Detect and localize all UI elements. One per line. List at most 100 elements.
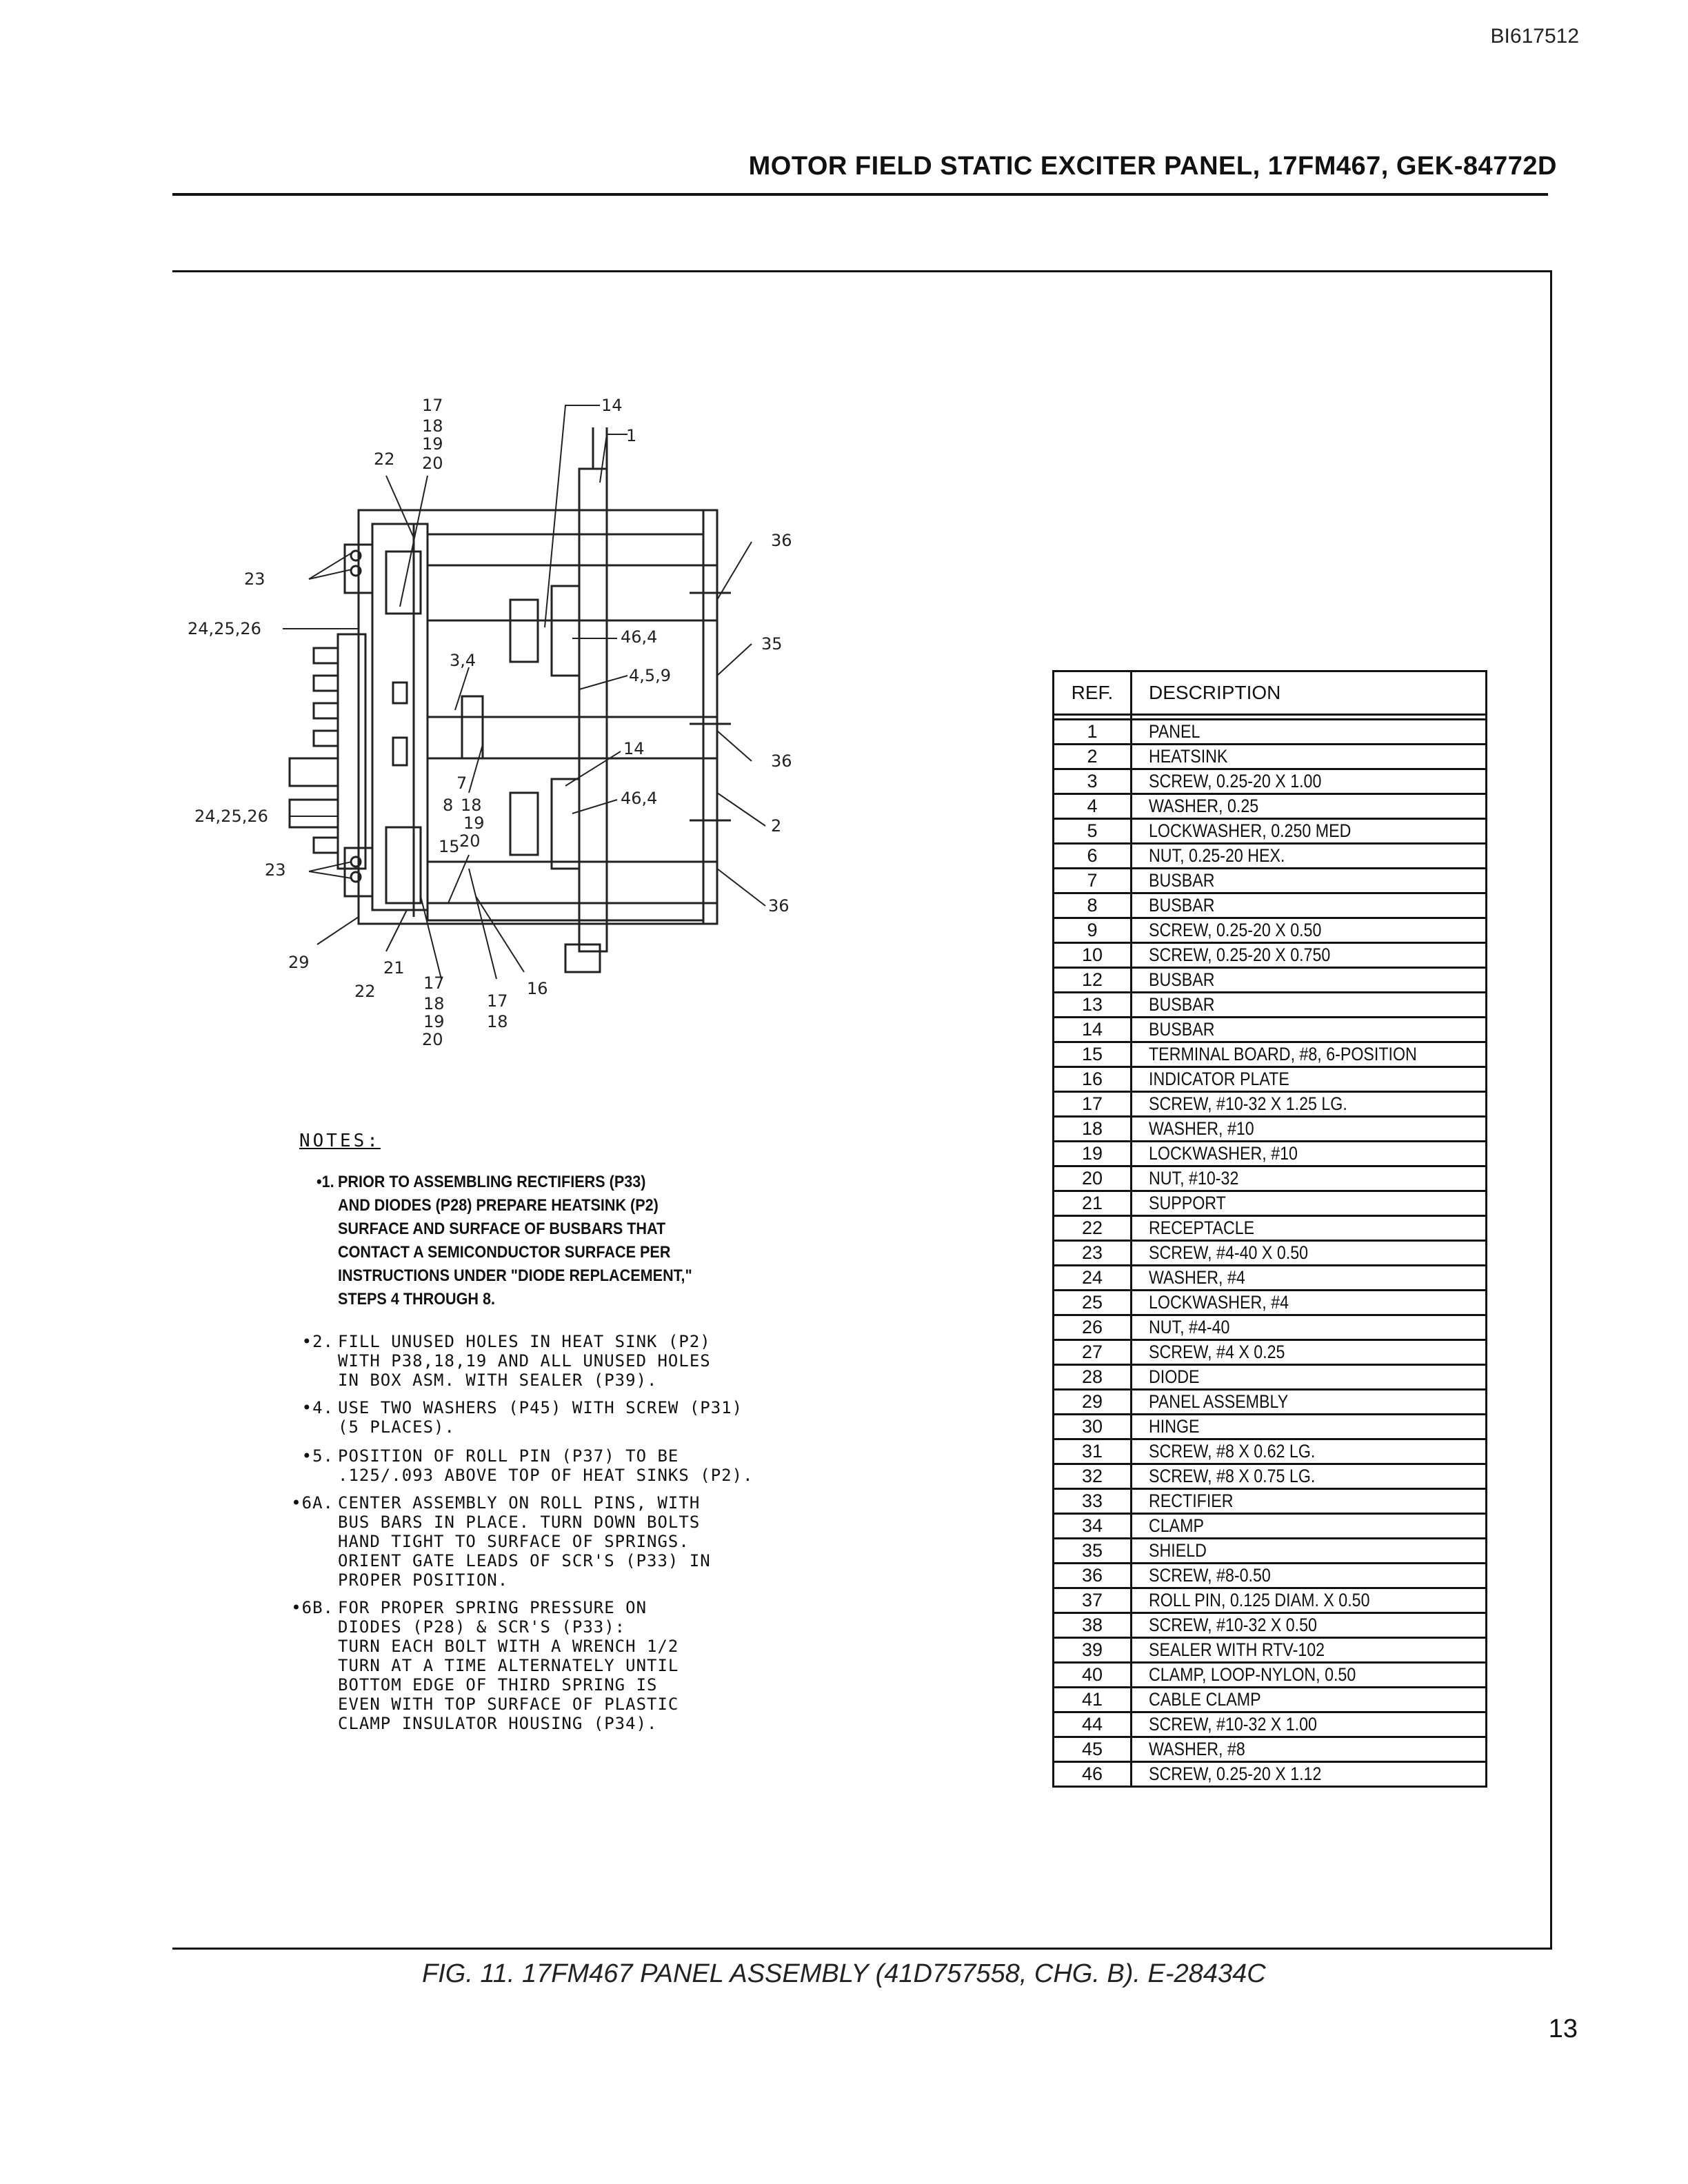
part-description-text: LOCKWASHER, 0.250 MED <box>1149 820 1352 841</box>
part-ref-cell: 14 <box>1052 1016 1132 1043</box>
part-description-text: SEALER WITH RTV-102 <box>1149 1639 1325 1660</box>
note-6b: •6B. FOR PROPER SPRING PRESSURE ON DIODE… <box>291 1598 679 1733</box>
part-ref-cell: 32 <box>1052 1463 1132 1490</box>
part-ref-cell: 40 <box>1052 1661 1132 1688</box>
callout-7: 7 <box>456 774 467 793</box>
part-ref-cell: 20 <box>1052 1165 1132 1192</box>
callout-23: 23 <box>265 860 286 880</box>
part-description-cell: LOCKWASHER, #4 <box>1130 1289 1487 1316</box>
part-ref-cell: 16 <box>1052 1066 1132 1093</box>
part-description-cell: HEATSINK <box>1130 743 1487 770</box>
callout-3-4: 3,4 <box>450 651 476 670</box>
part-description-cell: CLAMP <box>1130 1513 1487 1539</box>
part-description-text: NUT, #10-32 <box>1149 1168 1239 1189</box>
part-description-text: SCREW, 0.25-20 X 1.12 <box>1149 1763 1322 1784</box>
note-text: USE TWO WASHERS (P45) WITH SCREW (P31) (… <box>338 1398 743 1437</box>
part-description-cell: WASHER, #4 <box>1130 1264 1487 1291</box>
description-column-header: DESCRIPTION <box>1130 670 1487 716</box>
callout-2: 2 <box>771 816 781 836</box>
part-description-text: LOCKWASHER, #4 <box>1149 1292 1289 1313</box>
part-description-text: PANEL <box>1149 721 1200 742</box>
note-text: FOR PROPER SPRING PRESSURE ON DIODES (P2… <box>338 1598 679 1733</box>
note-marker: •6B. <box>291 1598 334 1617</box>
part-description-text: SHIELD <box>1149 1540 1207 1561</box>
part-description-cell: BUSBAR <box>1130 967 1487 993</box>
part-description-text: WASHER, 0.25 <box>1149 796 1259 816</box>
table-row: 26 NUT, #4-40 <box>1052 1314 1487 1341</box>
note-text: CENTER ASSEMBLY ON ROLL PINS, WITH BUS B… <box>338 1493 711 1590</box>
part-description-cell: SCREW, #4-40 X 0.50 <box>1130 1240 1487 1266</box>
notes-title: NOTES: <box>299 1131 381 1151</box>
page-header-title: MOTOR FIELD STATIC EXCITER PANEL, 17FM46… <box>748 152 1557 181</box>
part-description-cell: INDICATOR PLATE <box>1130 1066 1487 1093</box>
part-ref-cell: 29 <box>1052 1388 1132 1415</box>
callout-14: 14 <box>623 739 645 758</box>
part-description-text: SCREW, #8-0.50 <box>1149 1565 1271 1586</box>
table-row: 1 PANEL <box>1052 718 1487 745</box>
callout-19: 19 <box>423 1012 445 1031</box>
callout-17: 17 <box>422 396 443 415</box>
part-description-text: SCREW, #4 X 0.25 <box>1149 1342 1285 1362</box>
part-ref-cell: 26 <box>1052 1314 1132 1341</box>
part-description-cell: BUSBAR <box>1130 1016 1487 1043</box>
part-description-text: SCREW, #10-32 X 1.25 LG. <box>1149 1093 1347 1114</box>
part-description-text: RECTIFIER <box>1149 1490 1234 1511</box>
part-description-text: CLAMP <box>1149 1515 1205 1536</box>
part-description-cell: SUPPORT <box>1130 1190 1487 1217</box>
callout-24-25-26: 24,25,26 <box>194 807 268 826</box>
note-marker: •1. <box>316 1173 334 1191</box>
part-ref-cell: 35 <box>1052 1537 1132 1564</box>
part-description-cell: RECTIFIER <box>1130 1488 1487 1515</box>
part-description-cell: NUT, #4-40 <box>1130 1314 1487 1341</box>
part-description-text: HINGE <box>1149 1416 1200 1437</box>
part-description-text: HEATSINK <box>1149 746 1228 767</box>
callout-1: 1 <box>626 426 636 445</box>
part-description-text: WASHER, #4 <box>1149 1267 1245 1288</box>
callout-35: 35 <box>761 634 783 654</box>
part-ref-cell: 1 <box>1052 718 1132 745</box>
part-description-cell: SCREW, #8 X 0.62 LG. <box>1130 1438 1487 1465</box>
callout-21: 21 <box>383 958 405 978</box>
part-description-cell: LOCKWASHER, 0.250 MED <box>1130 818 1487 845</box>
note-5: •5. POSITION OF ROLL PIN (P37) TO BE .12… <box>302 1446 754 1485</box>
callout-36: 36 <box>771 751 792 771</box>
callout-15: 15 <box>439 837 460 856</box>
part-description-text: NUT, 0.25-20 HEX. <box>1149 845 1285 866</box>
part-description-cell: SCREW, 0.25-20 X 1.00 <box>1130 768 1487 795</box>
callout-22: 22 <box>374 449 395 469</box>
part-ref-cell: 27 <box>1052 1339 1132 1366</box>
note-2: •2. FILL UNUSED HOLES IN HEAT SINK (P2) … <box>302 1332 711 1390</box>
part-description-cell: WASHER, 0.25 <box>1130 793 1487 820</box>
page-number: 13 <box>1548 2014 1578 2043</box>
part-description-cell: SCREW, #4 X 0.25 <box>1130 1339 1487 1366</box>
part-ref-cell: 9 <box>1052 917 1132 944</box>
part-description-cell: CABLE CLAMP <box>1130 1686 1487 1713</box>
callout-4-5-9: 4,5,9 <box>629 666 671 685</box>
note-marker: •4. <box>301 1398 334 1417</box>
part-description-text: SCREW, 0.25-20 X 0.50 <box>1149 920 1322 940</box>
callout-17: 17 <box>423 973 445 993</box>
part-description-cell: NUT, #10-32 <box>1130 1165 1487 1192</box>
part-description-text: NUT, #4-40 <box>1149 1317 1230 1337</box>
part-description-text: WASHER, #10 <box>1149 1118 1254 1139</box>
part-description-cell: RECEPTACLE <box>1130 1215 1487 1242</box>
part-ref-cell: 22 <box>1052 1215 1132 1242</box>
part-description-text: BUSBAR <box>1149 969 1215 990</box>
part-description-text: SUPPORT <box>1149 1193 1226 1213</box>
note-marker: •6A. <box>291 1493 334 1513</box>
